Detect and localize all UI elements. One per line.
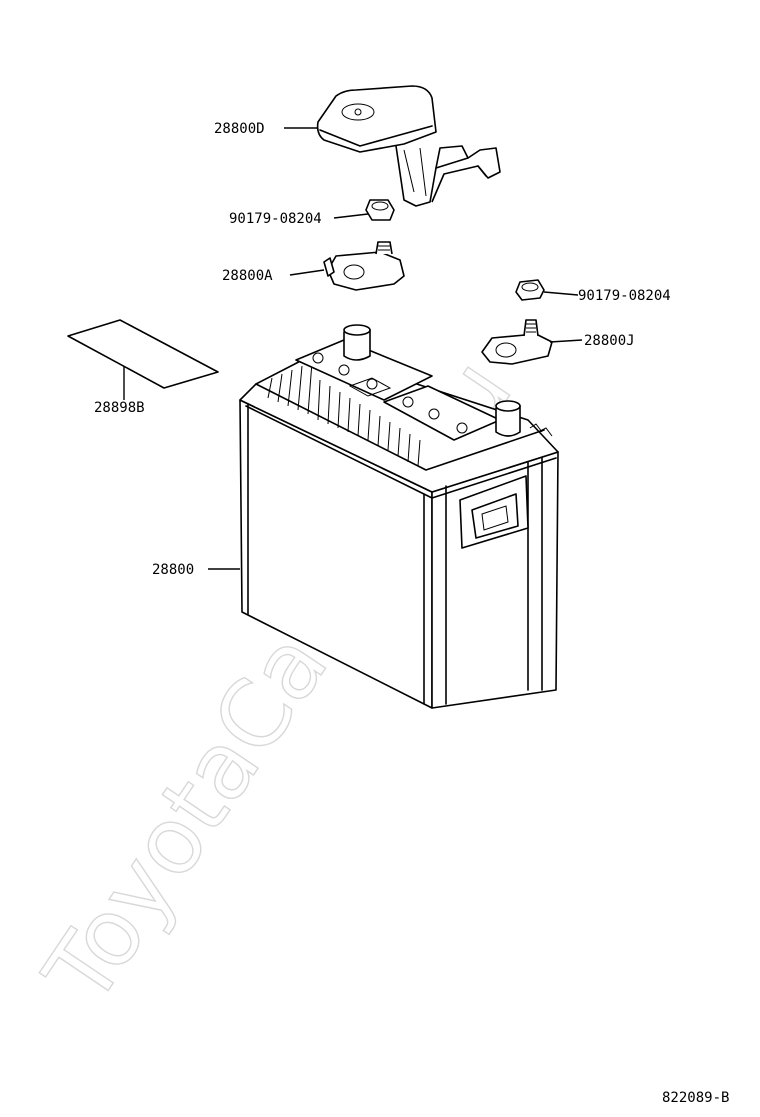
callout-label-sheet: 28898B bbox=[94, 400, 145, 416]
leader-terminal-negative bbox=[289, 269, 325, 276]
callout-terminal-negative: 28800A bbox=[222, 268, 273, 284]
callout-terminal-cover: 28800D bbox=[214, 121, 265, 137]
callout-battery: 28800 bbox=[152, 562, 194, 578]
callout-nut-right: 90179-08204 bbox=[578, 288, 671, 304]
callout-terminal-positive: 28800J bbox=[584, 333, 635, 349]
drawing-number: 822089-B bbox=[662, 1090, 729, 1106]
leader-nut-left bbox=[333, 213, 369, 219]
label-sheet-part bbox=[67, 319, 219, 389]
terminal-negative-part bbox=[323, 241, 405, 291]
callout-nut-left: 90179-08204 bbox=[229, 211, 322, 227]
leader-nut-right bbox=[543, 291, 579, 296]
leader-terminal-positive bbox=[549, 339, 583, 343]
terminal-cover-part bbox=[316, 85, 501, 207]
nut-right-part bbox=[515, 279, 545, 301]
terminal-positive-part bbox=[481, 319, 553, 365]
battery-part bbox=[239, 324, 559, 709]
nut-left-part bbox=[365, 199, 395, 221]
